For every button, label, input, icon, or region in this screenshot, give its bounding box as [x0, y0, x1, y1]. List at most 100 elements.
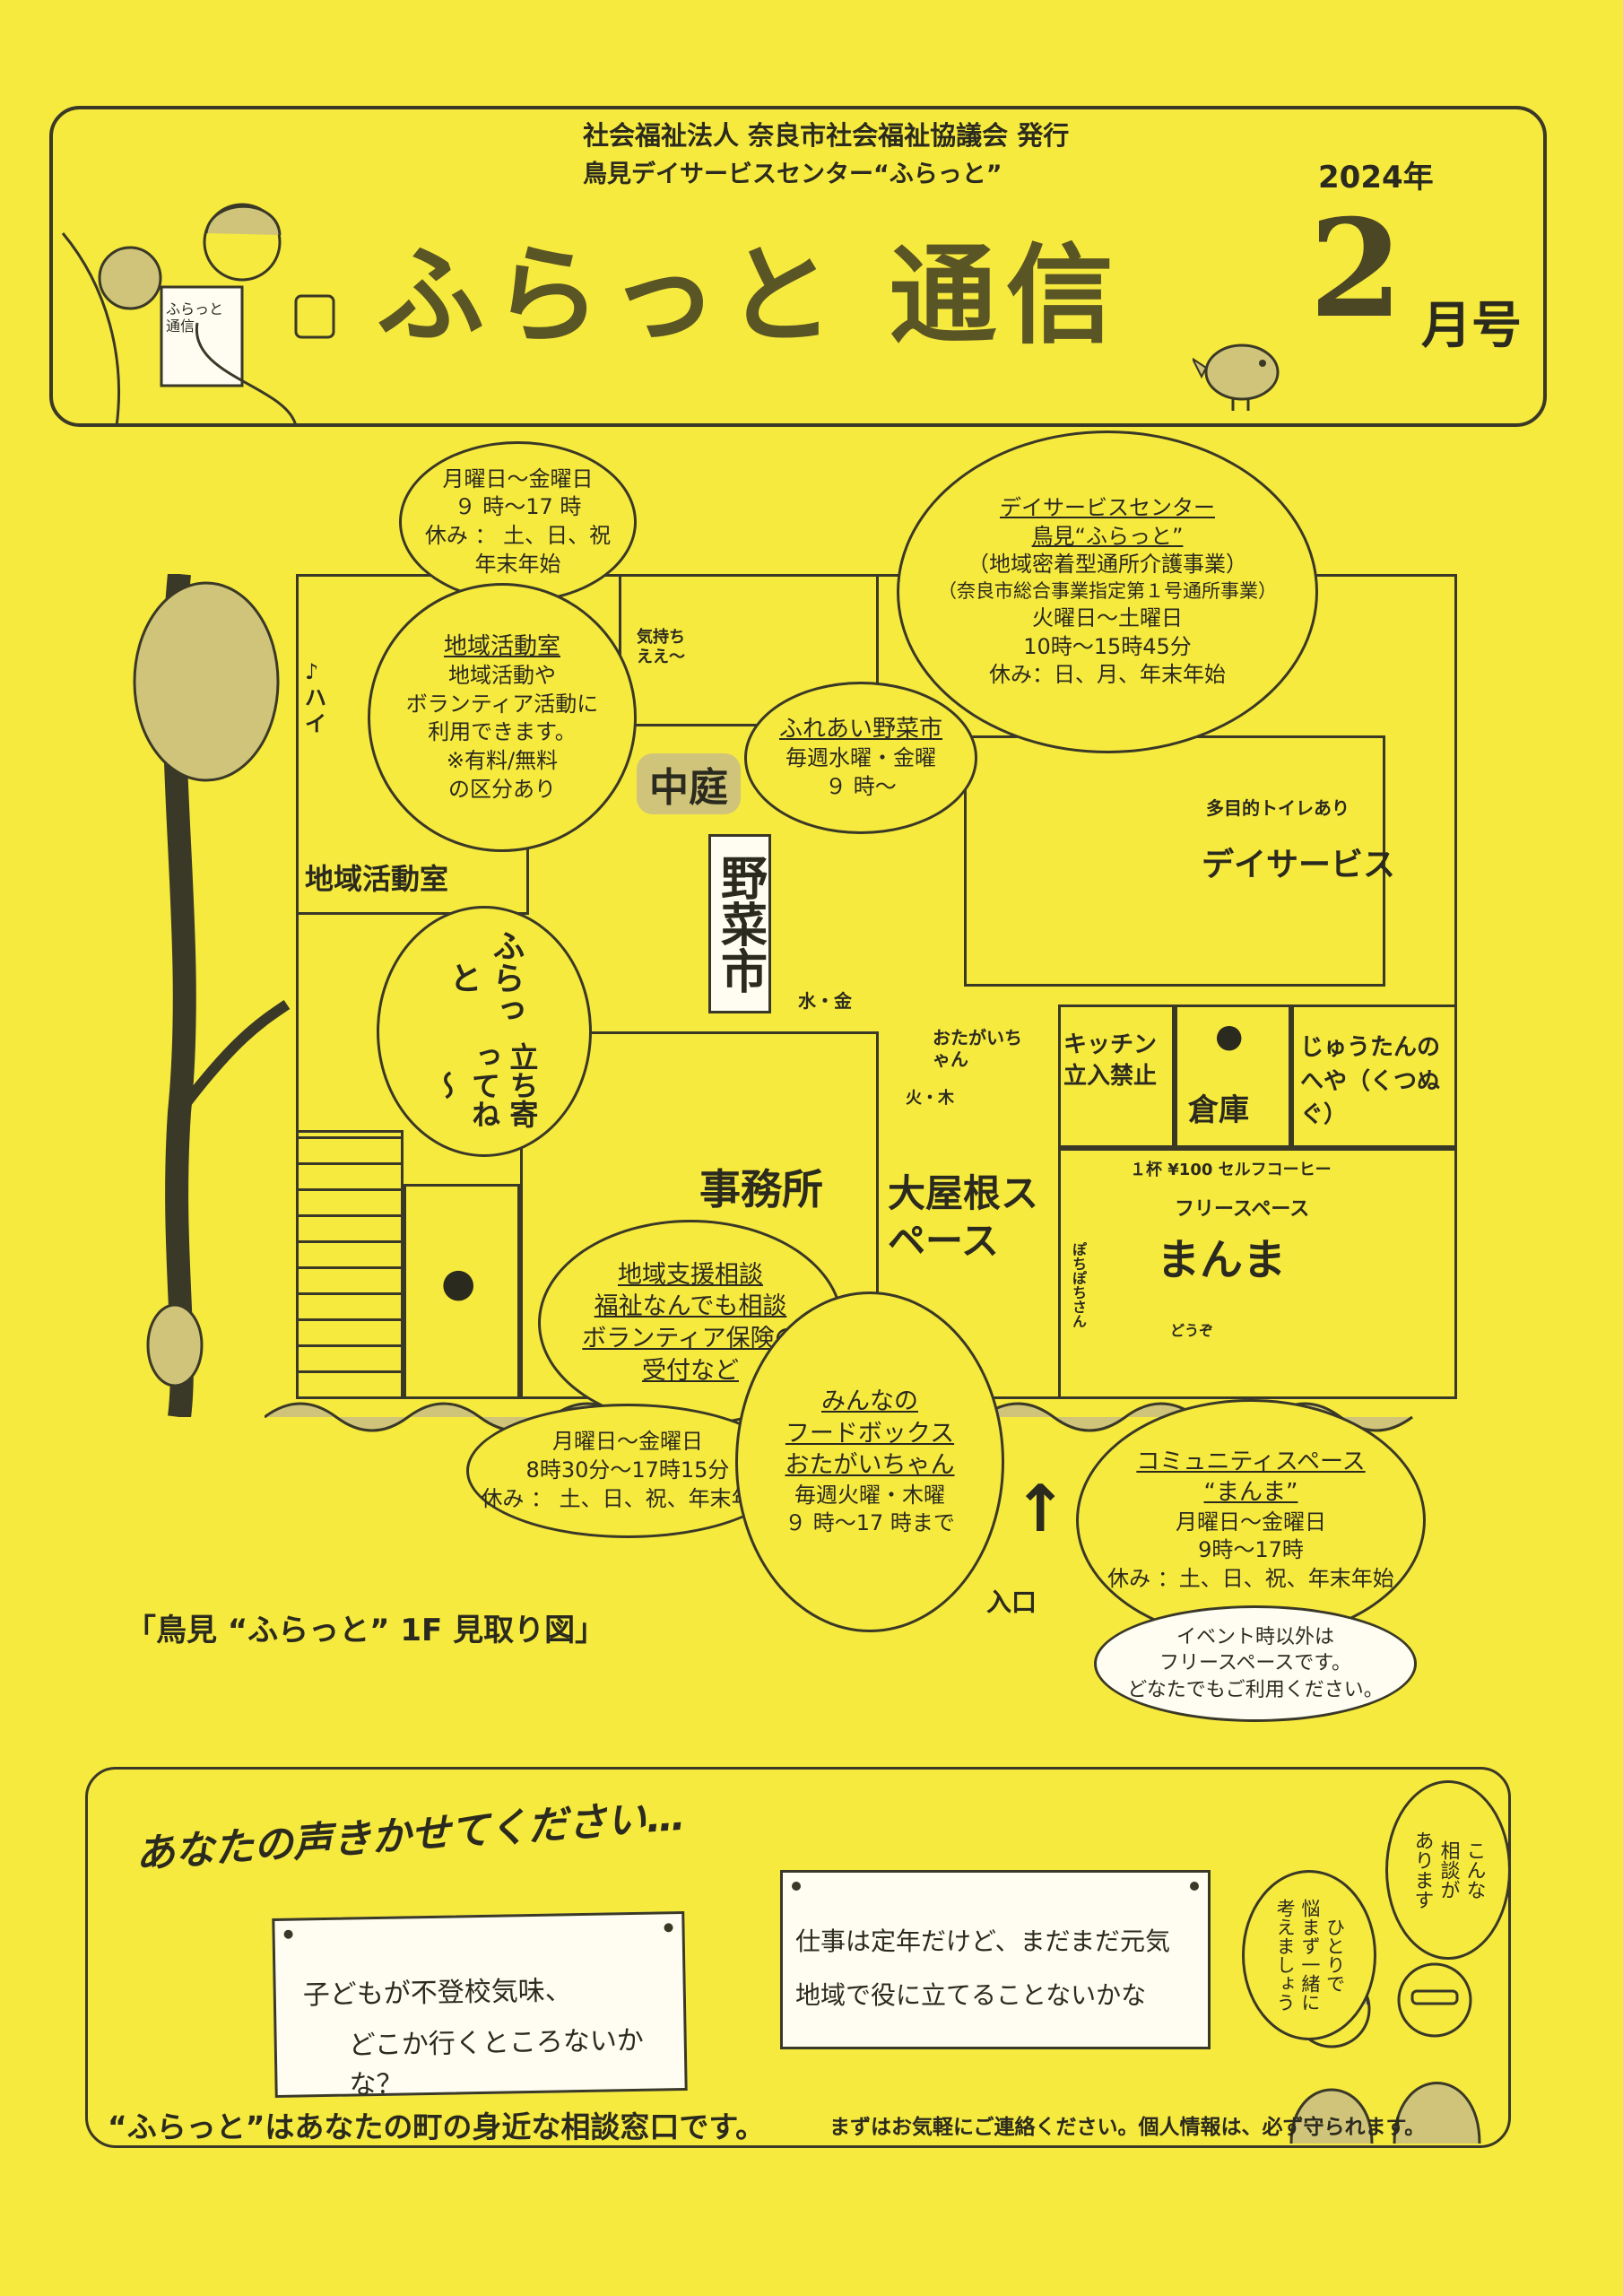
room-carpet [1291, 1004, 1457, 1148]
bubble-community-space-line5: 休み ：土、日、祝、年末年始 [1107, 1566, 1394, 1592]
bubble-community-space: コミュニティスペース “まんま” 月曜日～金曜日 9時～17時 休み ：土、日、… [1076, 1399, 1426, 1641]
voice-note-2-line1: 仕事は定年だけど、まだまだ元気 [795, 1926, 1171, 1956]
bubble-food-box-line1: みんなの [821, 1387, 918, 1415]
bubble-free-space-line2: フリースペースです。 [1159, 1652, 1352, 1675]
bubble-free-space: イベント時以外は フリースペースです。 どなたでもご利用ください。 [1094, 1605, 1417, 1722]
label-courtyard: 中庭 [637, 753, 741, 814]
pin-icon [792, 1882, 801, 1891]
bubble-office-hours-line2: 8時30分～17時15分 [525, 1457, 730, 1483]
stairs [296, 1130, 404, 1399]
room-manma [1058, 1148, 1457, 1399]
issue-month: 2 [1309, 190, 1403, 348]
staff-bubble-1-line3: あります [1410, 1831, 1434, 1909]
header-people-illustration [61, 203, 335, 426]
bubble-day-service-line7: 休み：日、月、年末年始 [989, 662, 1226, 688]
staff-bubble-1-line1: こんな [1462, 1840, 1486, 1900]
bubble-drop-by-line2: 立ち寄ってね～ [429, 1042, 540, 1128]
bubble-community-room-line2: 地域活動や [448, 662, 556, 688]
bubble-vegetable-market: ふれあい野菜市 毎週水曜・金曜 ９ 時～ [744, 682, 977, 834]
pin-icon [664, 1923, 673, 1933]
bubble-community-room-line6: の区分あり [448, 776, 556, 802]
bubble-day-service-line6: 10時～15時45分 [1023, 633, 1192, 659]
entrance-arrow-icon: ↑ [1013, 1471, 1068, 1546]
issue-month-suffix: 月号 [1421, 297, 1522, 355]
label-otagai: おたがいちゃん [933, 1027, 1022, 1070]
footer-main: “ふらっと”はあなたの町の身近な相談窓口です。 [108, 2109, 766, 2144]
bubble-consultation-line1: 地域支援相談 [618, 1260, 763, 1289]
pin-icon [283, 1929, 293, 1939]
staff-bubble-2-line2: 悩まず一緒に [1298, 1899, 1321, 2012]
pin-icon [1190, 1882, 1199, 1891]
label-office: 事務所 [699, 1165, 823, 1213]
label-bath: 気持ちええ～ [637, 628, 685, 666]
label-wed-fri: 水・金 [798, 990, 852, 1012]
label-kitchen: キッチン立入禁止 [1063, 1031, 1158, 1091]
header-frame [49, 106, 1547, 427]
label-music: ♪ ハイ [305, 659, 326, 736]
label-douzo: どうぞ [1170, 1322, 1214, 1339]
bubble-vegetable-market-line3: ９ 時～ [825, 774, 897, 800]
staff-bubble-2: ひとりで 悩まず一緒に 考えましょう [1242, 1870, 1376, 2040]
label-vegetable-banner: 野菜市 [708, 834, 771, 1013]
bubble-day-service: デイサービスセンター 鳥見“ふらっと” （地域密着型通所介護事業） （奈良市総合… [897, 430, 1318, 753]
bubble-food-box-line5: ９ 時～17 時まで [785, 1510, 955, 1536]
voice-note-1-line2: どこか行くところないかな？ [348, 2024, 645, 2101]
floor-plan-caption: 「鳥見 “ふらっと” 1F 見取り図」 [126, 1613, 606, 1648]
voice-note-2-line2: 地域で役に立てることないかな [795, 1980, 1147, 2010]
room-storage [1175, 1004, 1291, 1148]
label-dayservice: デイサービス [1202, 847, 1396, 883]
bubble-drop-by: ふらっと 立ち寄ってね～ [377, 906, 592, 1157]
label-vegetable-banner-text: 野菜市 [712, 854, 767, 994]
bubble-office-hours-line3: 休み ： 土、日、祝、年末年始 [481, 1485, 775, 1511]
newsletter-title: ふらっと 通信 [377, 234, 1123, 359]
staff-bubble-1: こんな 相談が あります [1385, 1780, 1511, 1960]
label-free-space: フリースペース [1175, 1198, 1310, 1221]
bubble-vegetable-market-line2: 毎週水曜・金曜 [785, 745, 936, 771]
center-name: 鳥見デイサービスセンター“ふらっと” [583, 161, 1002, 188]
bubble-office-hours: 月曜日～金曜日 8時30分～17時15分 休み ： 土、日、祝、年末年始 [466, 1404, 789, 1538]
bubble-free-space-line3: どなたでもご利用ください。 [1127, 1678, 1384, 1701]
bubble-hours-top-line1: 月曜日～金曜日 [442, 465, 594, 491]
tree-illustration [133, 574, 291, 1417]
bubble-consultation-line4: 受付など [642, 1356, 739, 1385]
bubble-community-space-line3: 月曜日～金曜日 [1176, 1509, 1326, 1535]
bubble-community-room-line4: 利用できます。 [428, 719, 577, 745]
issue-year: 2024年 [1318, 160, 1434, 196]
label-tue-thu: 火・木 [906, 1089, 954, 1108]
bubble-vegetable-market-title: ふれあい野菜市 [778, 716, 942, 744]
staff-bubble-1-line2: 相談が [1436, 1840, 1460, 1900]
bubble-hours-top-line3: 休み ： 土、日、祝 [424, 523, 612, 548]
room-bath [619, 574, 879, 726]
bubble-day-service-line2: 鳥見“ふらっと” [1031, 523, 1184, 549]
staff-bubble-2-line3: 考えましょう [1274, 1899, 1297, 2012]
bubble-day-service-line1: デイサービスセンター [1000, 495, 1215, 521]
bubble-drop-by-line1: ふらっと [445, 929, 525, 1026]
voice-note-2: 仕事は定年だけど、まだまだ元気 地域で役に立てることないかな [780, 1870, 1211, 2049]
bubble-consultation-line2: 福祉なんでも相談 [594, 1292, 787, 1321]
header-doodle-sign: ふらっと通信 [166, 300, 224, 335]
bubble-community-room-line3: ボランティア活動に [405, 691, 599, 717]
bubble-community-space-line1: コミュニティスペース [1136, 1448, 1366, 1476]
bubble-food-box: みんなの フードボックス おたがいちゃん 毎週火曜・木曜 ９ 時～17 時まで [735, 1292, 1004, 1632]
label-pochi: ぽちぽちさん [1070, 1242, 1087, 1328]
bubble-hours-top-line4: 年末年始 [474, 551, 561, 577]
label-storage: 倉庫 [1188, 1092, 1249, 1128]
staff-bubble-2-line1: ひとりで [1324, 1918, 1346, 1993]
label-entrance: 入口 [986, 1587, 1037, 1617]
voice-note-1-line1: 子どもが不登校気味、 [302, 1975, 573, 2012]
label-coffee: １杯 ¥100 セルフコーヒー [1130, 1161, 1332, 1179]
bubble-free-space-line1: イベント時以外は [1176, 1626, 1334, 1649]
bubble-food-box-line3: おたがいちゃん [785, 1451, 955, 1480]
bubble-hours-top-line2: ９ 時～17 時 [454, 494, 582, 520]
bubble-food-box-line4: 毎週火曜・木曜 [794, 1482, 945, 1508]
bubble-hours-top: 月曜日～金曜日 ９ 時～17 時 休み ： 土、日、祝 年末年始 [399, 441, 637, 603]
room-toilet [404, 1184, 520, 1399]
storage-person-icon: ● [1215, 1018, 1244, 1055]
publisher-text: 社会福祉法人 奈良市社会福祉協議会 発行 [583, 120, 1070, 151]
label-manma: まんま [1157, 1235, 1287, 1285]
bubble-food-box-line2: フードボックス [785, 1419, 955, 1448]
bubble-community-room-title: 地域活動室 [443, 632, 560, 660]
toilet-person-icon: ● [441, 1260, 476, 1306]
bubble-office-hours-line1: 月曜日～金曜日 [552, 1429, 703, 1455]
room-kitchen [1058, 1004, 1175, 1148]
